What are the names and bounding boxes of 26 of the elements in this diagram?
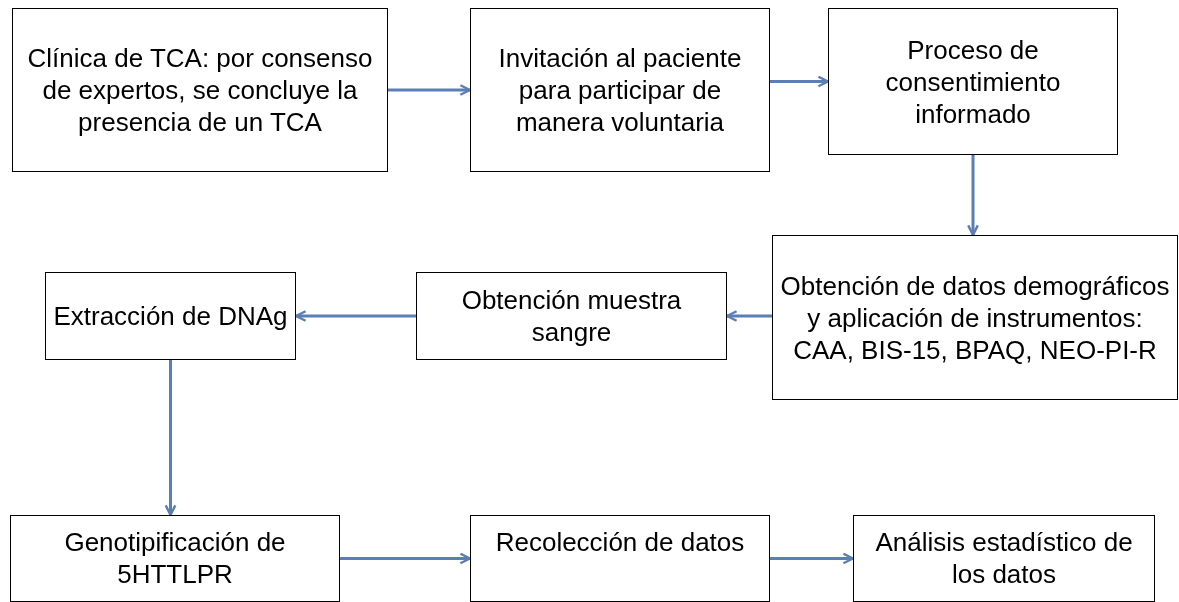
arrow [770,75,830,88]
process-box [470,8,770,172]
box-text: Invitación al paciente para participar de manera voluntaria [497,42,743,138]
arrow [164,360,177,517]
arrow [294,310,416,322]
box-text: Obtención muestra sangre [460,284,683,348]
box-text: Clínica de TCA: por consenso de expertos, se concluye la presencia de un TCA [26,42,374,138]
arrow [340,552,472,565]
box-text: Recolección de datos [495,526,745,558]
process-box [828,8,1118,155]
arrow [770,552,855,565]
process-box [470,515,770,602]
arrow [388,84,472,96]
box-text: Obtención de datos demográficos y aplicación de instrumentos: CAA, BIS-15, BPAQ, NEO-PI-R [779,269,1171,366]
arrow [967,155,979,237]
process-box [416,272,727,360]
process-box [10,515,340,602]
box-text: Análisis estadístico de los datos [874,526,1134,590]
box-text: Proceso de consentimiento informado [884,33,1062,130]
arrow [725,310,772,322]
process-box [12,8,388,172]
process-box [45,272,296,360]
process-box [772,235,1178,400]
box-text: Extracción de DNAg [53,300,288,332]
box-text: Genotipificación de 5HTTLPR [63,526,287,590]
process-box [853,515,1155,602]
